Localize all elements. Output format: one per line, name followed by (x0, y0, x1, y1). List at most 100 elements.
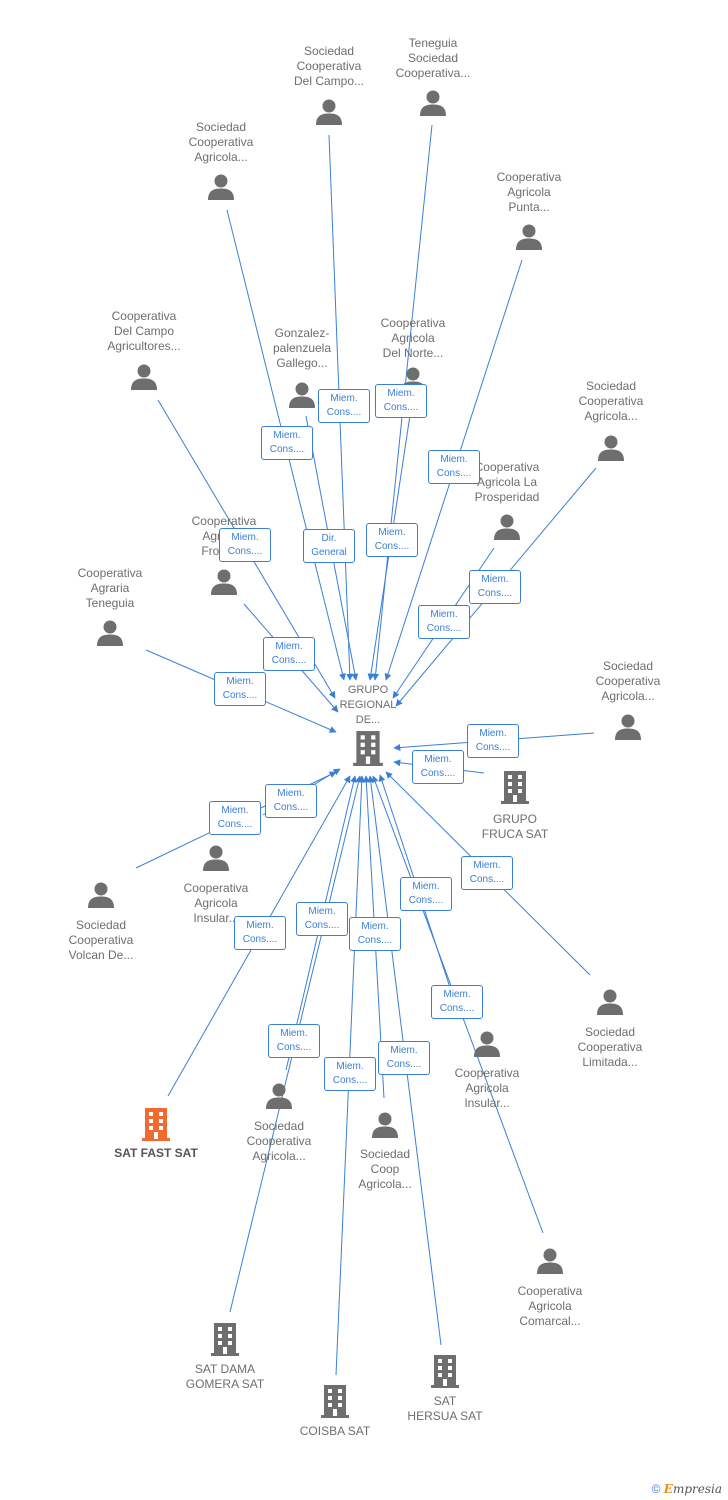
node-n19[interactable]: Sociedad Cooperativa Agricola... (219, 1082, 339, 1164)
node-n12[interactable]: Sociedad Cooperativa Agricola... (568, 659, 688, 741)
person-icon (207, 173, 235, 201)
node-label: SAT DAMA GOMERA SAT (185, 1362, 265, 1391)
node-n15[interactable]: Sociedad Cooperativa Volcan De... (41, 881, 161, 963)
edge-label[interactable]: Miem. Cons.... (219, 528, 271, 562)
footer-brand: © Empresia (652, 1482, 722, 1496)
edge-label[interactable]: Miem. Cons.... (469, 570, 521, 604)
edge-label[interactable]: Miem. Cons.... (349, 917, 401, 951)
node-label: Sociedad Cooperativa Agricola... (188, 120, 254, 164)
node-n13[interactable]: GRUPO FRUCA SAT (455, 770, 575, 842)
brand-logo: Empresia (663, 1482, 722, 1496)
person-icon (288, 381, 316, 409)
person-icon (202, 844, 230, 872)
node-n1[interactable]: Sociedad Cooperativa Del Campo... (269, 44, 389, 126)
node-label: COISBA SAT (299, 1424, 371, 1438)
person-icon (596, 988, 624, 1016)
node-label: Sociedad Cooperativa Agricola... (246, 1119, 312, 1163)
node-label: Cooperativa Agricola Comarcal... (517, 1284, 583, 1328)
node-label: Sociedad Coop Agricola... (358, 1147, 412, 1191)
node-label: Sociedad Cooperativa Volcan De... (68, 918, 134, 962)
node-n22[interactable]: SAT DAMA GOMERA SAT (165, 1322, 285, 1392)
node-label: Cooperativa Agricola Insular... (454, 1066, 520, 1110)
edge-label[interactable]: Miem. Cons.... (296, 902, 348, 936)
person-icon (536, 1247, 564, 1275)
node-n20[interactable]: Sociedad Coop Agricola... (325, 1111, 445, 1192)
person-icon (515, 223, 543, 251)
node-label: Sociedad Cooperativa Del Campo... (293, 44, 365, 88)
edge-label[interactable]: Miem. Cons.... (324, 1057, 376, 1091)
copyright-icon: © (651, 1482, 661, 1496)
node-label: SAT FAST SAT (114, 1146, 198, 1160)
building-icon (431, 1354, 459, 1388)
person-icon (210, 568, 238, 596)
person-icon (265, 1082, 293, 1110)
person-icon (96, 619, 124, 647)
edge-label[interactable]: Miem. Cons.... (400, 877, 452, 911)
edge-label[interactable]: Miem. Cons.... (418, 605, 470, 639)
edge-label[interactable]: Miem. Cons.... (214, 672, 266, 706)
node-n4[interactable]: Cooperativa Agricola Punta... (469, 170, 589, 251)
edge-label[interactable]: Miem. Cons.... (261, 426, 313, 460)
node-n9[interactable]: Cooperativa Agricola La Prosperidad (447, 460, 567, 541)
node-label: Cooperativa Agricola Insular... (183, 881, 249, 925)
edge-label[interactable]: Miem. Cons.... (263, 637, 315, 671)
node-n5[interactable]: Cooperativa Del Campo Agricultores... (84, 309, 204, 391)
person-icon (315, 98, 343, 126)
person-icon (473, 1030, 501, 1058)
edge-label[interactable]: Miem. Cons.... (318, 389, 370, 423)
node-label: Cooperativa Agricola Del Norte... (380, 316, 446, 360)
node-n21[interactable]: Cooperativa Agricola Comarcal... (490, 1247, 610, 1329)
node-n18[interactable]: SAT FAST SAT (96, 1107, 216, 1161)
node-label: Cooperativa Agricola Punta... (496, 170, 562, 214)
edge-label[interactable]: Miem. Cons.... (412, 750, 464, 784)
node-label: GRUPO FRUCA SAT (481, 812, 549, 841)
edge-label[interactable]: Miem. Cons.... (234, 916, 286, 950)
node-n7[interactable]: Cooperativa Agricola Del Norte... (353, 316, 473, 394)
person-icon (597, 434, 625, 462)
node-n23[interactable]: COISBA SAT (275, 1384, 395, 1439)
person-icon (130, 363, 158, 391)
building-icon (321, 1384, 349, 1418)
edge-label[interactable]: Miem. Cons.... (209, 801, 261, 835)
node-label: Cooperativa Del Campo Agricultores... (107, 309, 181, 353)
node-n24[interactable]: SAT HERSUA SAT (385, 1354, 505, 1424)
edge-label[interactable]: Miem. Cons.... (366, 523, 418, 557)
node-label: Cooperativa Agricola La Prosperidad (474, 460, 540, 504)
person-icon (87, 881, 115, 909)
person-icon (419, 89, 447, 117)
person-icon (614, 713, 642, 741)
building-icon (353, 730, 383, 766)
node-label: Gonzalez- palenzuela Gallego... (272, 326, 332, 370)
node-n14[interactable]: Cooperativa Agricola Insular... (156, 844, 276, 926)
building-icon (211, 1322, 239, 1356)
node-label: Sociedad Cooperativa Agricola... (578, 379, 644, 423)
node-label: Sociedad Cooperativa Agricola... (595, 659, 661, 703)
node-n16[interactable]: Sociedad Cooperativa Limitada... (550, 988, 670, 1070)
person-icon (371, 1111, 399, 1139)
center-node[interactable]: GRUPO REGIONAL DE... (328, 683, 408, 770)
node-n8[interactable]: Sociedad Cooperativa Agricola... (551, 379, 671, 462)
edge-label[interactable]: Miem. Cons.... (265, 784, 317, 818)
node-n17[interactable]: Cooperativa Agricola Insular... (427, 1030, 547, 1111)
center-node-label: GRUPO REGIONAL DE... (339, 684, 397, 726)
edge-label[interactable]: Miem. Cons.... (461, 856, 513, 890)
node-n11[interactable]: Cooperativa Agraria Teneguia (50, 566, 170, 647)
edge-label[interactable]: Miem. Cons.... (378, 1041, 430, 1075)
node-n6[interactable]: Gonzalez- palenzuela Gallego... (242, 326, 362, 409)
node-label: SAT HERSUA SAT (407, 1394, 483, 1423)
edge-label[interactable]: Miem. Cons.... (467, 724, 519, 758)
node-label: Teneguia Sociedad Cooperativa... (395, 36, 471, 80)
edge-label[interactable]: Miem. Cons.... (428, 450, 480, 484)
node-n3[interactable]: Sociedad Cooperativa Agricola... (161, 120, 281, 201)
person-icon (493, 513, 521, 541)
node-n2[interactable]: Teneguia Sociedad Cooperativa... (373, 36, 493, 117)
edge-label[interactable]: Miem. Cons.... (431, 985, 483, 1019)
node-label: Cooperativa Agraria Teneguia (77, 566, 143, 610)
edge-label[interactable]: Dir. General (303, 529, 355, 563)
edge-label[interactable]: Miem. Cons.... (268, 1024, 320, 1058)
building-icon (501, 770, 529, 804)
building-icon (142, 1107, 170, 1141)
edge-label[interactable]: Miem. Cons.... (375, 384, 427, 418)
node-label: Sociedad Cooperativa Limitada... (577, 1025, 643, 1069)
